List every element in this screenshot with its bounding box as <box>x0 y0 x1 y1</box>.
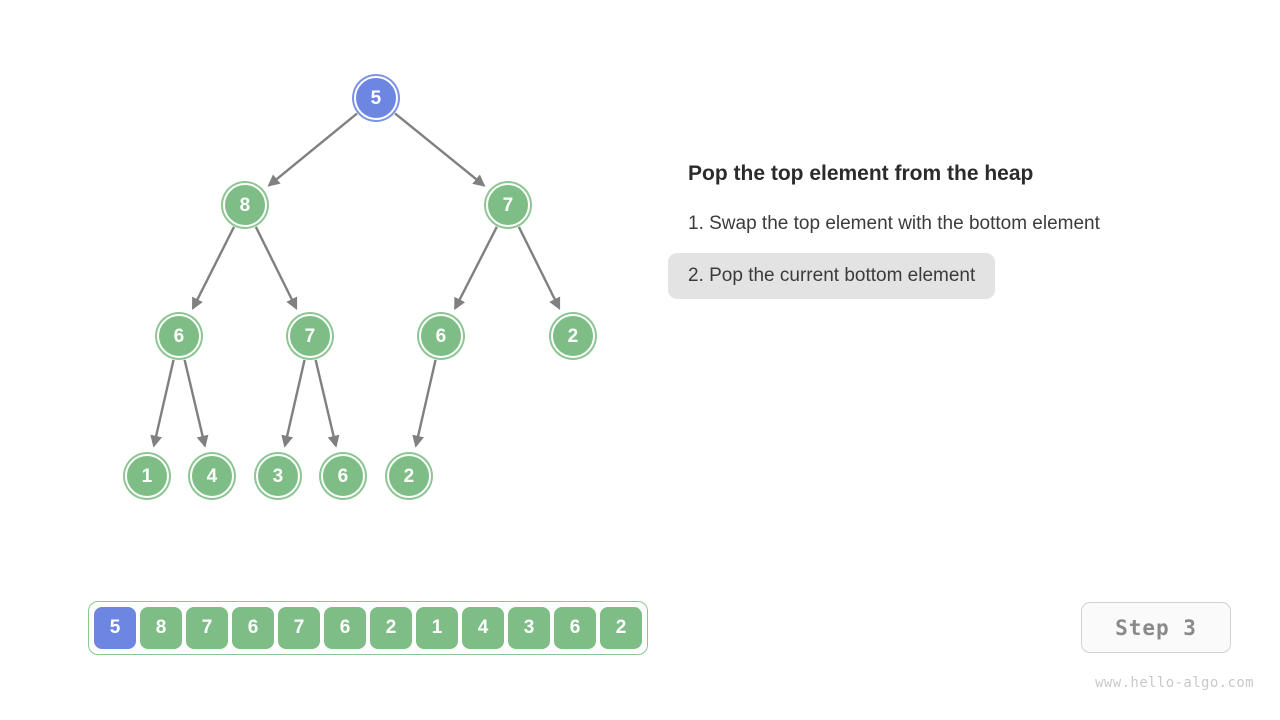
instruction-panel: Pop the top element from the heap 1. Swa… <box>668 160 1248 305</box>
tree-edge <box>254 226 298 310</box>
instruction-step-list: 1. Swap the top element with the bottom … <box>668 201 1248 305</box>
tree-edge <box>412 359 437 448</box>
array-cell: 4 <box>462 607 504 649</box>
tree-node: 1 <box>125 454 169 498</box>
tree-edge <box>267 112 358 187</box>
array-cell: 6 <box>324 607 366 649</box>
panel-title: Pop the top element from the heap <box>688 162 1034 185</box>
tree-edge-group <box>150 112 561 448</box>
tree-node: 8 <box>223 183 267 227</box>
array-cell: 2 <box>600 607 642 649</box>
tree-node: 6 <box>321 454 365 498</box>
step-badge: Step 3 <box>1081 602 1231 653</box>
tree-edge <box>454 226 498 311</box>
array-cell: 1 <box>416 607 458 649</box>
tree-node: 4 <box>190 454 234 498</box>
array-cell: 7 <box>186 607 228 649</box>
array-cell: 7 <box>278 607 320 649</box>
instruction-step-active: 2. Pop the current bottom element <box>668 253 996 299</box>
tree-edge <box>314 359 340 448</box>
tree-node: 6 <box>157 314 201 358</box>
tree-edge <box>517 226 561 310</box>
tree-node: 3 <box>256 454 300 498</box>
array-cell: 2 <box>370 607 412 649</box>
tree-edge <box>191 226 236 311</box>
tree-edge <box>183 359 209 448</box>
tree-edge <box>394 112 486 187</box>
tree-edges-svg <box>150 112 561 448</box>
tree-node: 2 <box>551 314 595 358</box>
array-cell-highlighted: 5 <box>94 607 136 649</box>
array-cell: 8 <box>140 607 182 649</box>
tree-edge <box>281 359 306 448</box>
tree-node: 7 <box>486 183 530 227</box>
tree-node: 2 <box>387 454 431 498</box>
tree-node: 5 <box>354 76 398 120</box>
tree-node: 7 <box>288 314 332 358</box>
tree-node: 6 <box>419 314 463 358</box>
tree-edge <box>150 359 175 448</box>
array-cell: 3 <box>508 607 550 649</box>
array-cell: 6 <box>232 607 274 649</box>
watermark: www.hello-algo.com <box>1095 675 1254 691</box>
instruction-step: 1. Swap the top element with the bottom … <box>688 213 1100 235</box>
array-cell: 6 <box>554 607 596 649</box>
